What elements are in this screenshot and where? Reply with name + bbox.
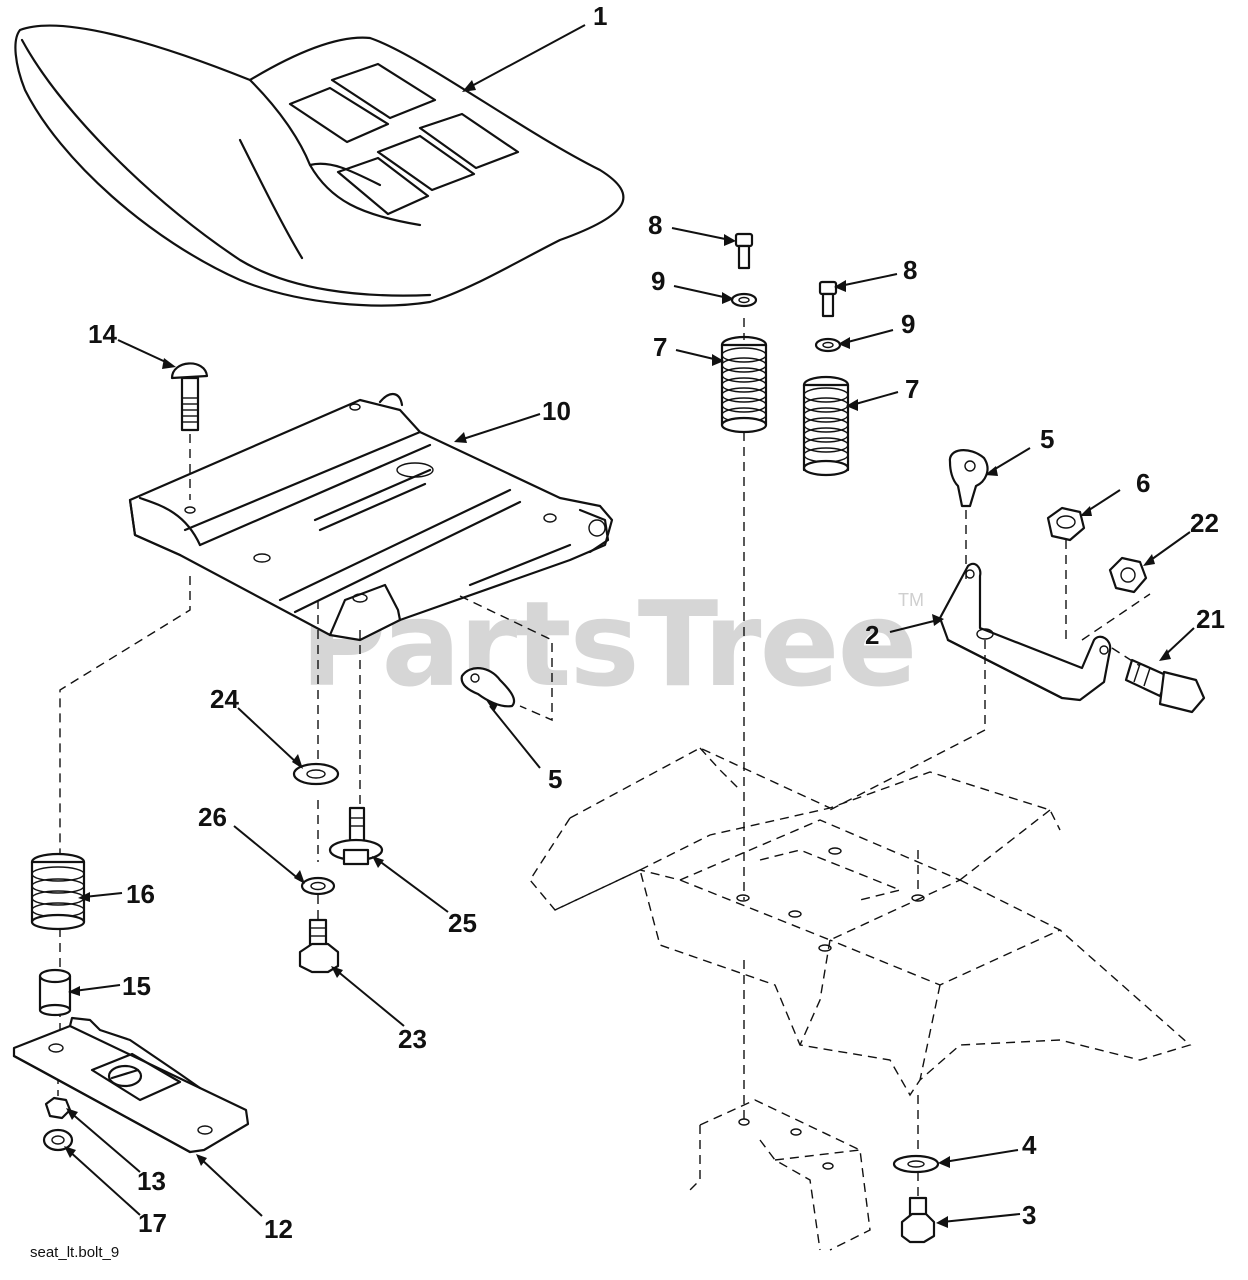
callout-14: 14 [88, 319, 117, 349]
plate-part-12 [12, 1016, 250, 1154]
callout-10: 10 [542, 396, 571, 426]
hex-bolt-part-3 [900, 1196, 936, 1244]
callout-25: 25 [448, 908, 477, 938]
washer-part-4 [892, 1154, 940, 1174]
callout-3: 3 [1022, 1200, 1036, 1230]
callout-labels: 1 8 8 9 9 7 7 14 10 5 6 22 21 2 24 5 26 … [88, 1, 1225, 1244]
washer-part-9-right [814, 337, 842, 353]
callout-9-right: 9 [901, 309, 915, 339]
callout-9-left: 9 [651, 266, 665, 296]
washer-part-24 [292, 762, 340, 786]
bolt-part-8-left [734, 232, 754, 270]
diagram-caption: seat_lt.bolt_9 [30, 1244, 119, 1261]
callout-22: 22 [1190, 508, 1219, 538]
flange-bolt-part-25 [328, 806, 384, 866]
spring-part-left [720, 335, 768, 434]
callout-4: 4 [1022, 1130, 1037, 1160]
leader-lines [64, 24, 1195, 1228]
callout-1: 1 [593, 1, 607, 31]
callout-21: 21 [1196, 604, 1225, 634]
spring-part-right [802, 375, 850, 477]
shoulder-bolt-part-21 [1124, 658, 1206, 714]
callout-8-right: 8 [903, 255, 917, 285]
callout-12: 12 [264, 1214, 293, 1244]
callout-8-left: 8 [648, 210, 662, 240]
nut-part-13 [44, 1096, 72, 1120]
callout-16: 16 [126, 879, 155, 909]
tractor-frame-outline [529, 747, 1192, 1251]
callout-7-right: 7 [905, 374, 919, 404]
seat-part [14, 24, 625, 307]
callout-17: 17 [138, 1208, 167, 1238]
callout-7-left: 7 [653, 332, 667, 362]
callout-2: 2 [865, 620, 879, 650]
watermark-trademark: TM [898, 590, 924, 610]
assembly-lines [57, 318, 1151, 1198]
nut-part-22 [1108, 556, 1148, 594]
washer-part-17 [42, 1128, 74, 1152]
spacer-part-15 [38, 968, 72, 1017]
washer-part-9-left [730, 292, 758, 308]
bolt-part-8-right [818, 280, 838, 318]
lock-washer-part-26 [300, 876, 336, 896]
carriage-bolt-part [170, 362, 209, 432]
nut-part-6 [1046, 506, 1086, 542]
clip-part-5-left [460, 667, 516, 708]
callout-24: 24 [210, 684, 239, 714]
seat-pan-part [128, 393, 614, 642]
callout-6: 6 [1136, 468, 1150, 498]
callout-5-left: 5 [548, 764, 562, 794]
bracket-part-2 [938, 562, 1112, 702]
hex-bolt-part-23 [298, 918, 340, 974]
callout-26: 26 [198, 802, 227, 832]
callout-5-right: 5 [1040, 424, 1054, 454]
clip-part-5-right [948, 449, 989, 508]
spring-part-16 [30, 852, 86, 931]
callout-13: 13 [137, 1166, 166, 1196]
callout-23: 23 [398, 1024, 427, 1054]
callout-15: 15 [122, 971, 151, 1001]
